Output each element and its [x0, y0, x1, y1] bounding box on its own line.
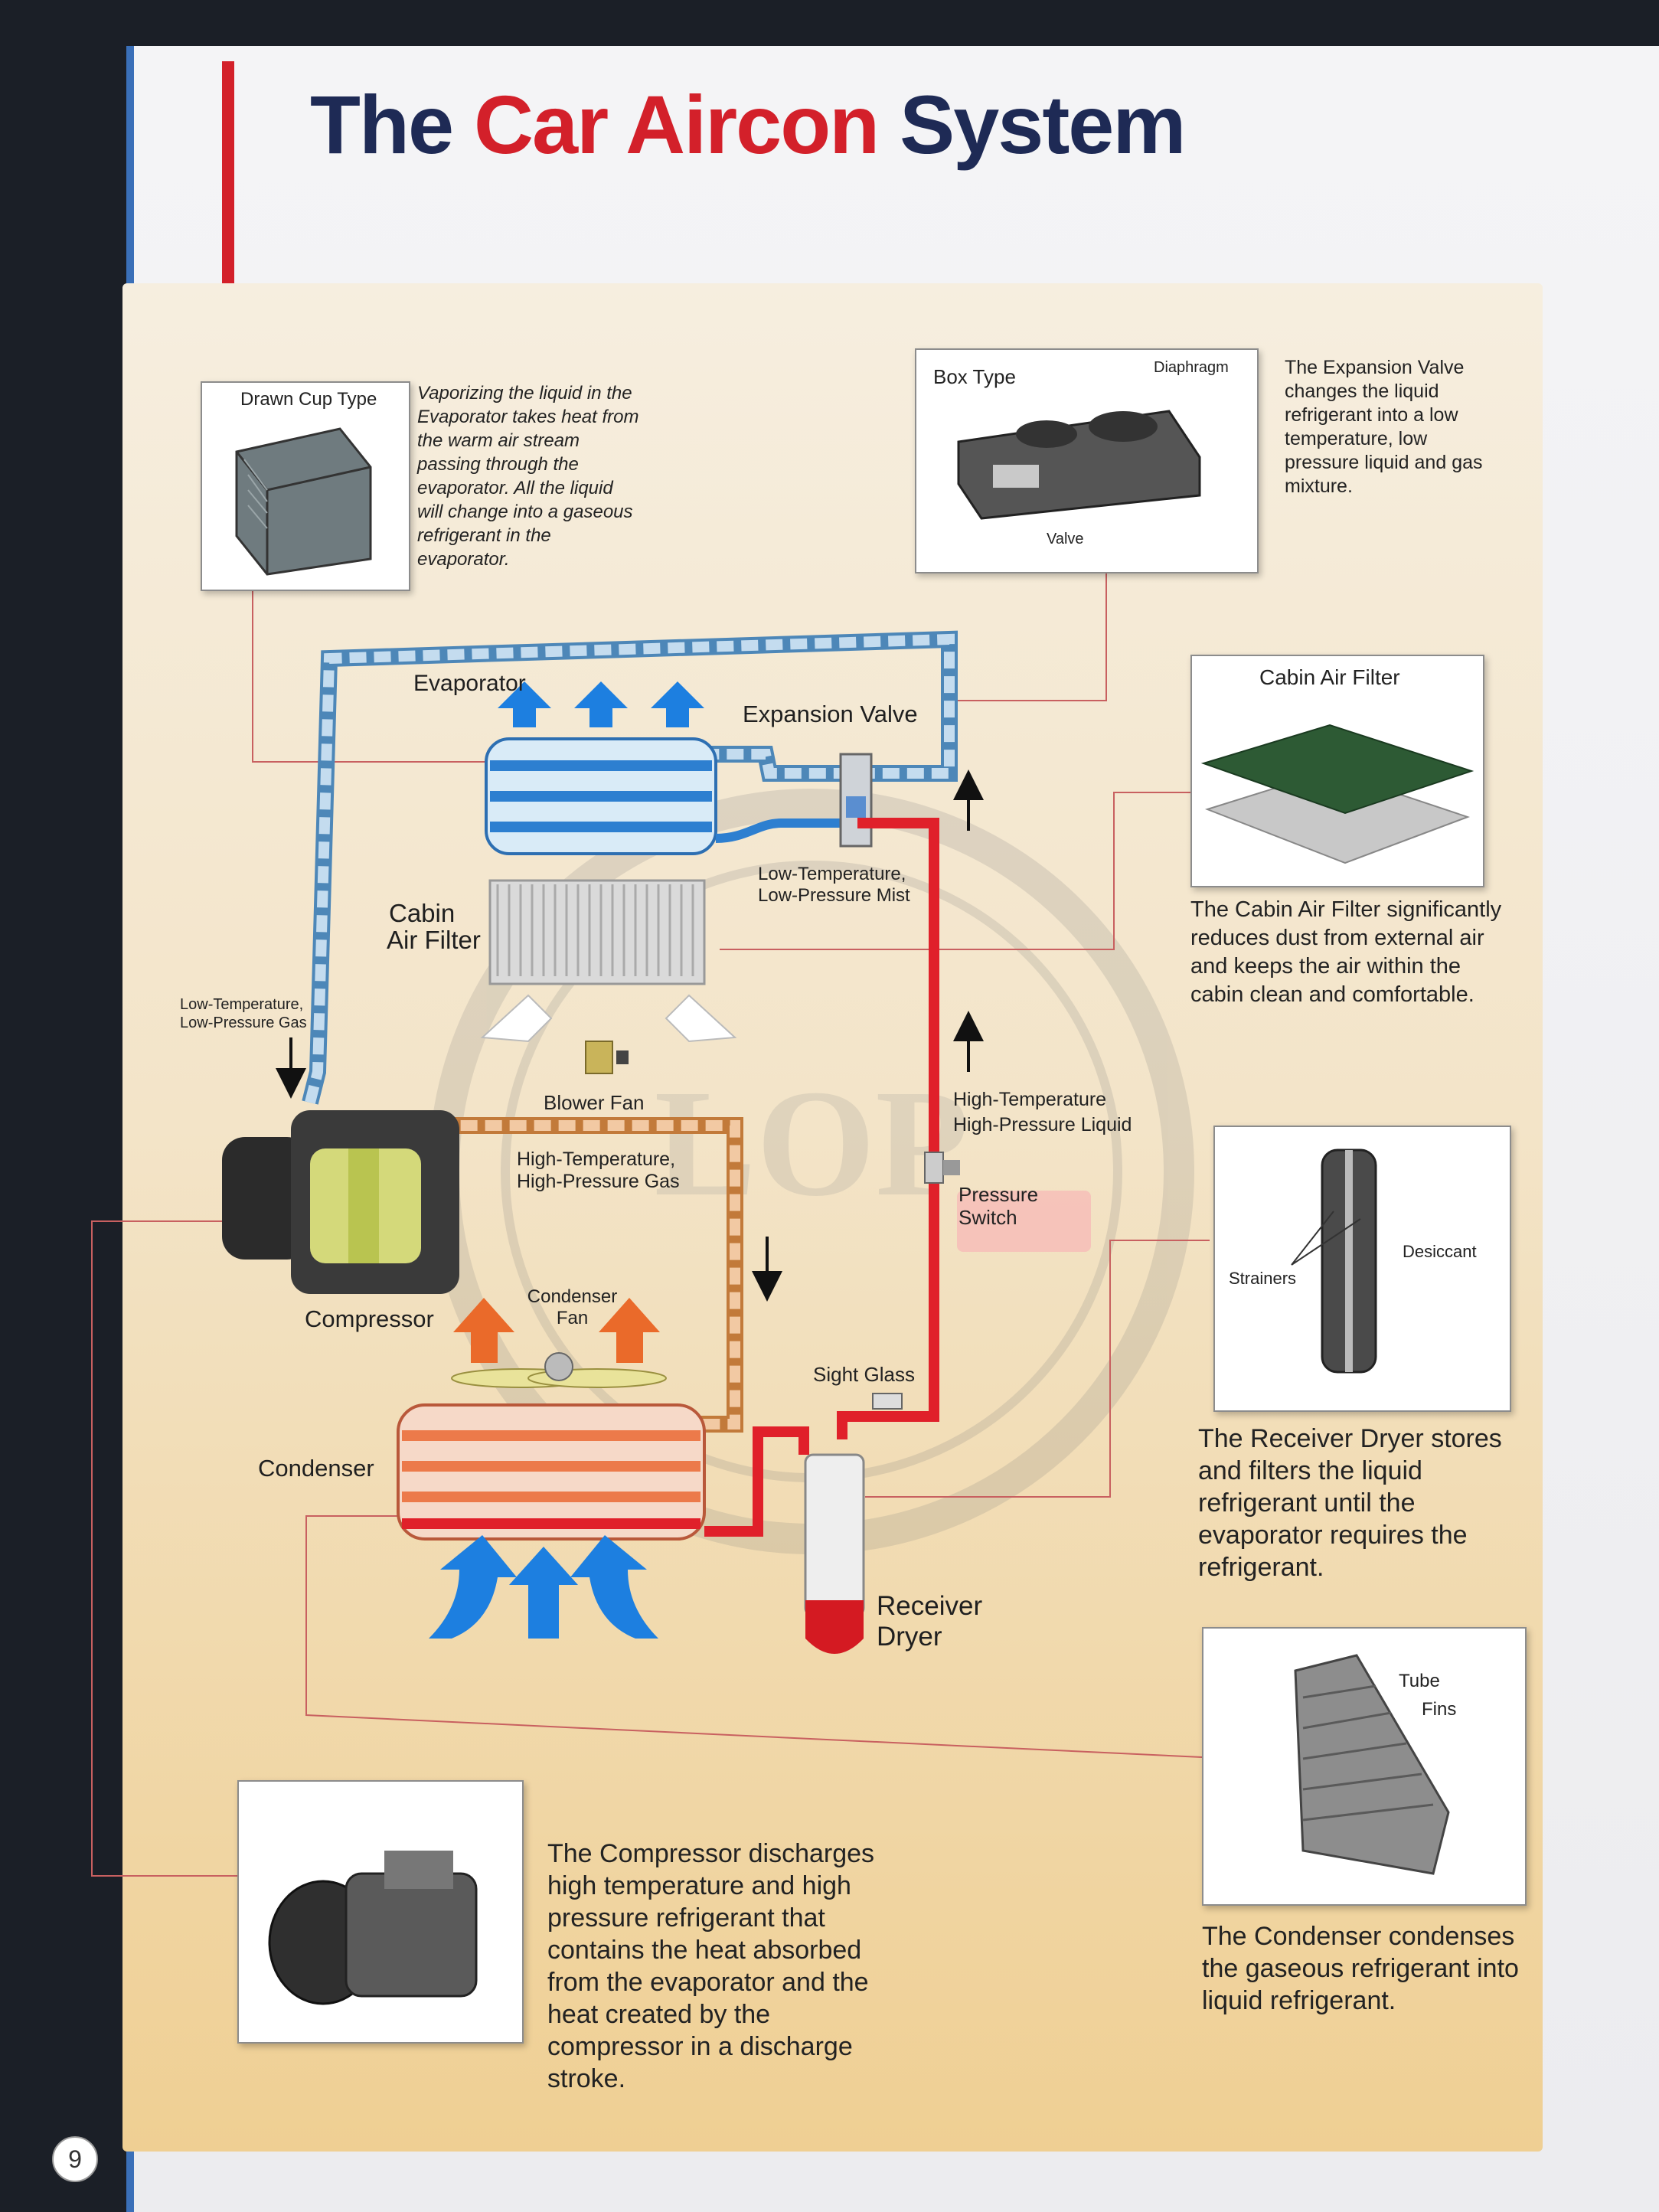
- receiver-dryer-part: [804, 1393, 903, 1654]
- compressor-label: Compressor: [305, 1305, 434, 1332]
- evaporator-core-icon: [235, 427, 372, 576]
- compressor-box: [237, 1780, 524, 2044]
- title-system: System: [900, 78, 1186, 171]
- condenser-box: Tube Fins: [1202, 1627, 1527, 1906]
- evaporator-coil: [485, 737, 850, 855]
- expansion-valve-cutaway-icon: [957, 410, 1201, 520]
- drawn-cup-title: Drawn Cup Type: [240, 389, 377, 410]
- valve-label: Valve: [1047, 531, 1084, 547]
- fins-label: Fins: [1422, 1699, 1457, 1720]
- condenser-core-icon: [1294, 1654, 1450, 1875]
- receiver-description: The Receiver Dryer stores and filters th…: [1198, 1424, 1502, 1582]
- page-number: 9: [52, 2136, 98, 2182]
- cabin-filter-icon: [1200, 724, 1474, 864]
- flow-arrows: [276, 769, 984, 1302]
- pressure-switch-label: Pressure Switch: [958, 1183, 1039, 1229]
- high-temp-gas-label: High-Temperature, High-Pressure Gas: [517, 1148, 680, 1192]
- blower-fan-label: Blower Fan: [544, 1091, 645, 1114]
- expansion-valve-description: The Expansion Valve changes the liquid r…: [1285, 357, 1483, 497]
- condenser-fan-label: Condenser Fan: [527, 1286, 618, 1328]
- receiver-cutaway-icon: [1291, 1148, 1377, 1374]
- strainers-label: Strainers: [1229, 1269, 1297, 1288]
- cabin-filter-box: Cabin Air Filter: [1190, 655, 1484, 887]
- low-temp-mist-label: Low-Temperature, Low-Pressure Mist: [758, 864, 910, 906]
- title-the: The: [310, 78, 454, 171]
- evaporator-description: Vaporizing the liquid in the Evaporator …: [417, 383, 639, 570]
- cabin-filter-title: Cabin Air Filter: [1259, 665, 1400, 689]
- condenser-airflow-orange-arrows: [453, 1298, 660, 1363]
- receiver-dryer-label-2: Dryer: [877, 1622, 942, 1652]
- title-car-aircon: Car Aircon: [474, 78, 880, 171]
- compressor-cutaway-icon: [268, 1851, 478, 2005]
- drawn-cup-box: Drawn Cup Type: [201, 381, 410, 591]
- low-pressure-line: [302, 630, 958, 1105]
- sight-glass-label: Sight Glass: [813, 1363, 915, 1386]
- receiver-dryer-box: Strainers Desiccant: [1213, 1126, 1511, 1412]
- tube-label: Tube: [1399, 1671, 1440, 1691]
- diaphragm-label: Diaphragm: [1154, 359, 1229, 376]
- title-accent-bar: [222, 61, 234, 329]
- box-type-title: Box Type: [933, 365, 1016, 388]
- condenser-coil: [397, 1403, 706, 1541]
- condenser-fan-part: [451, 1352, 667, 1388]
- condenser-description: The Condenser condenses the gaseous refr…: [1202, 1922, 1519, 2015]
- compressor-part: [222, 1110, 459, 1294]
- pressure-switch-part: [924, 1152, 1091, 1252]
- hot-liquid-line: [704, 818, 939, 1537]
- expansion-valve-label: Expansion Valve: [743, 701, 918, 727]
- high-temp-liquid-label: High-Temperature High-Pressure Liquid: [953, 1089, 1132, 1135]
- cabin-filter-label-2: Air Filter: [387, 926, 481, 954]
- box-type-box: Box Type Diaphragm Valve: [915, 348, 1259, 573]
- cabin-filter-label-1: Cabin: [389, 899, 456, 927]
- condenser-airflow-blue-arrows: [429, 1535, 658, 1639]
- low-temp-gas-label: Low-Temperature, Low-Pressure Gas: [180, 996, 307, 1031]
- blower-fan-part: [585, 1041, 629, 1074]
- receiver-dryer-label-1: Receiver: [877, 1591, 983, 1621]
- desiccant-label: Desiccant: [1403, 1242, 1477, 1261]
- evaporator-label: Evaporator: [413, 671, 526, 696]
- expansion-valve-part: [839, 753, 873, 848]
- compressor-description: The Compressor discharges high temperatu…: [547, 1839, 875, 2093]
- condenser-label: Condenser: [258, 1455, 374, 1482]
- cabin-filter-description: The Cabin Air Filter significantly reduc…: [1190, 897, 1502, 1007]
- evaporator-airflow-arrows: [498, 681, 704, 727]
- svg-text:LOP: LOP: [654, 1059, 968, 1228]
- page-title: The Car Aircon System: [310, 77, 1186, 172]
- cabin-filter-part: [480, 879, 737, 1043]
